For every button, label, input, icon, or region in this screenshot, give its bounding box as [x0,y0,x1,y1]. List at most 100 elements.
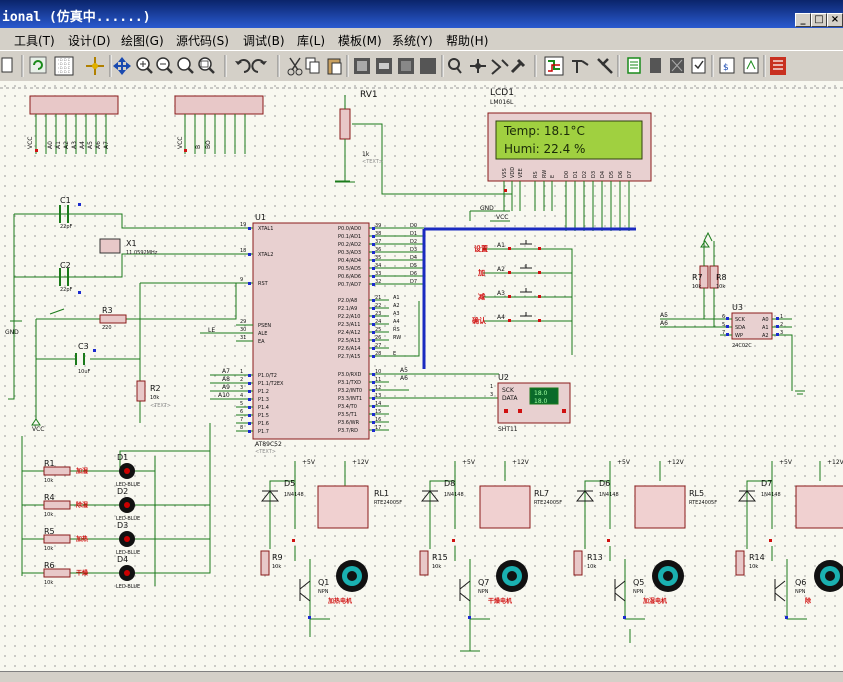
q1-transistor[interactable] [299,579,311,602]
maximize-button[interactable]: □ [811,13,827,27]
netlist-icon[interactable] [627,57,641,74]
page-icon[interactable] [1,57,13,73]
btn-a2-ref: A2 [497,266,505,273]
title-bar: ional (仿真中......) _ □ × [0,0,843,28]
menu-design[interactable]: 设计(D) [68,34,111,48]
ares-logo-icon[interactable] [770,57,786,75]
menu-library[interactable]: 库(L) [297,34,326,48]
bom-icon[interactable] [650,58,661,73]
motor-3[interactable] [652,560,684,592]
lcd-screen [495,120,643,160]
p2-label-5: RW [393,335,401,341]
schematic-canvas[interactable]: VCC A0 A1 A2 A3 A4 A5 A6 A7 VCC B BO RV1… [0,81,843,671]
u1-rpin-num-5: 34 [375,263,381,269]
button-a3[interactable] [520,288,532,293]
grid-icon[interactable] [54,56,74,76]
toolbar: $ [0,50,843,82]
motor-1[interactable] [336,560,368,592]
block-delete-icon[interactable] [420,58,436,74]
r6-resistor[interactable] [43,568,71,578]
relay-q-ref-2: Q5 [633,578,644,587]
undo-icon[interactable] [235,59,251,73]
menu-source[interactable]: 源代码(S) [176,34,229,48]
connector-left[interactable] [29,95,119,115]
rl-relay-4[interactable] [795,485,843,529]
r14-resistor[interactable] [735,550,745,576]
button-a2[interactable] [520,264,532,269]
r9-resistor[interactable] [260,550,270,576]
q6-transistor[interactable] [774,579,786,602]
menu-graph[interactable]: 绘图(G) [121,34,164,48]
menu-debug[interactable]: 调试(B) [243,34,285,48]
copy-icon[interactable] [305,57,320,74]
r4-resistor[interactable] [43,500,71,510]
simulate-icon[interactable] [743,57,759,74]
relay-block-1 [260,461,369,620]
rl1-relay[interactable] [317,485,369,529]
u3-eeprom[interactable] [731,312,773,340]
minimize-button[interactable]: _ [795,13,811,27]
block-copy-icon[interactable] [354,58,370,74]
led-d1[interactable] [119,463,135,479]
led-d2[interactable] [119,497,135,513]
lcd-gnd-label: GND [480,205,494,212]
rl5-relay[interactable] [634,485,686,529]
block-rotate-icon[interactable] [398,58,414,74]
redo-icon[interactable] [251,59,267,73]
q5-transistor[interactable] [614,579,626,602]
u1-rpin-num-9: 22 [375,303,381,309]
q7-transistor[interactable] [459,579,471,602]
package-icon[interactable] [491,59,509,75]
cut-icon[interactable] [287,57,303,76]
connector-right[interactable] [174,95,264,115]
led-d4[interactable] [119,565,135,581]
u1-rpin-num-6: 33 [375,271,381,277]
pan-icon[interactable] [113,57,131,75]
button-a4[interactable] [520,312,532,317]
menu-template[interactable]: 模板(M) [338,34,382,48]
property-icon[interactable] [597,58,613,74]
refresh-icon[interactable] [29,56,47,74]
r5-resistor[interactable] [43,534,71,544]
led-d3[interactable] [119,531,135,547]
search-tag-icon[interactable] [572,60,589,73]
u3-rnum-1: 2 [780,322,783,328]
close-button[interactable]: × [827,13,843,27]
r15-resistor[interactable] [419,550,429,576]
lcd-pin-13: D7 [627,171,633,178]
rv1-potentiometer[interactable] [339,108,351,140]
motor-4[interactable] [814,560,843,592]
pick-device-icon[interactable] [448,58,462,74]
zoom-all-icon[interactable] [177,57,194,74]
make-device-icon[interactable] [470,59,486,73]
u3-lnum-0: 6 [722,314,725,320]
relay-motor-label-0: 加热电机 [327,597,352,605]
origin-icon[interactable] [86,57,104,75]
r13-resistor[interactable] [573,550,583,576]
netlist-ares-icon[interactable] [691,57,706,74]
schematic-svg: VCC A0 A1 A2 A3 A4 A5 A6 A7 VCC B BO RV1… [0,87,843,652]
zoom-in-icon[interactable] [136,57,153,74]
zoom-area-icon[interactable] [198,57,215,74]
ares-icon[interactable]: $ [719,57,735,74]
button-a1[interactable] [520,240,532,245]
block-move-icon[interactable] [376,58,392,74]
electrical-check-icon[interactable] [670,58,684,73]
u1-rpin-num-1: 38 [375,231,381,237]
decompose-icon[interactable] [510,58,526,74]
paste-icon[interactable] [327,58,342,75]
x1-crystal[interactable] [99,238,121,254]
r3-resistor[interactable] [99,314,127,324]
menu-system[interactable]: 系统(Y) [392,34,433,48]
menu-help[interactable]: 帮助(H) [446,34,489,48]
menu-tools[interactable]: 工具(T) [14,34,55,48]
u1-mcu[interactable] [252,222,370,440]
u2-num-0: 1 [490,384,493,390]
motor-2[interactable] [496,560,528,592]
zoom-out-icon[interactable] [156,57,173,74]
r2-resistor[interactable] [136,380,146,402]
r1-resistor[interactable] [43,466,71,476]
wire-autoroute-icon[interactable] [544,56,564,76]
rl7-relay[interactable] [479,485,531,529]
